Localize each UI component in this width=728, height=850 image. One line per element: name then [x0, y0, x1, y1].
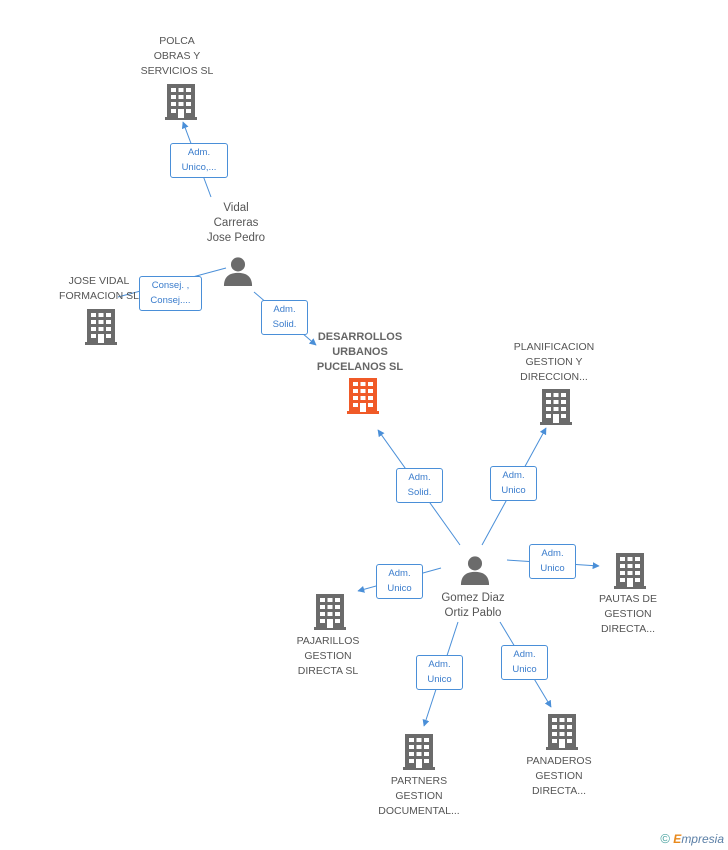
person-label-vidal[interactable]: Vidal Carreras Jose Pedro [206, 202, 266, 244]
person-label-gomez[interactable]: Gomez Diaz Ortiz Pablo [441, 592, 505, 619]
company-label-jose-vidal[interactable]: JOSE VIDAL FORMACION SL [59, 275, 139, 302]
company-label-polca[interactable]: POLCA OBRAS Y SERVICIOS SL [140, 35, 214, 77]
building-icon-desarrollos[interactable] [347, 378, 379, 414]
company-label-partners[interactable]: PARTNERS GESTION DOCUMENTAL... [378, 775, 460, 817]
building-icon-pautas[interactable] [614, 553, 646, 589]
brand-initial: E [673, 832, 682, 846]
company-label-pajarillos[interactable]: PAJARILLOS GESTION DIRECTA SL [296, 635, 360, 677]
brand-watermark: © Empresia [660, 831, 724, 846]
building-icon-partners[interactable] [403, 734, 435, 770]
building-icon-panaderos[interactable] [546, 714, 578, 750]
person-icon-gomez[interactable] [460, 556, 490, 585]
edge-badge-gomez-pautas[interactable]: Adm. Unico [529, 544, 576, 579]
company-label-desarrollos[interactable]: DESARROLLOS URBANOS PUCELANOS SL [316, 331, 404, 373]
company-label-planificacion[interactable]: PLANIFICACION GESTION Y DIRECCION... [513, 341, 595, 383]
building-icon-planificacion[interactable] [540, 389, 572, 425]
copyright-symbol: © [660, 831, 670, 846]
edge-badge-vidal-polca[interactable]: Adm. Unico,... [170, 143, 228, 178]
building-icon-polca[interactable] [165, 84, 197, 120]
company-label-pautas[interactable]: PAUTAS DE GESTION DIRECTA... [599, 593, 657, 635]
edge-badge-vidal-desarrollos[interactable]: Adm. Solid. [261, 300, 308, 335]
building-icon-pajarillos[interactable] [314, 594, 346, 630]
company-label-panaderos[interactable]: PANADEROS GESTION DIRECTA... [526, 755, 592, 797]
building-icon-jose-vidal[interactable] [85, 309, 117, 345]
edge-badge-gomez-panaderos[interactable]: Adm. Unico [501, 645, 548, 680]
edge-badge-vidal-jose-vidal[interactable]: Consej. , Consej.... [139, 276, 202, 311]
edge-badge-gomez-partners[interactable]: Adm. Unico [416, 655, 463, 690]
edge-badge-gomez-pajarillos[interactable]: Adm. Unico [376, 564, 423, 599]
edge-badge-gomez-desarrollos[interactable]: Adm. Solid. [396, 468, 443, 503]
person-icon-vidal[interactable] [223, 257, 253, 286]
brand-name: mpresia [681, 832, 724, 846]
edge-badge-gomez-planificacion[interactable]: Adm. Unico [490, 466, 537, 501]
